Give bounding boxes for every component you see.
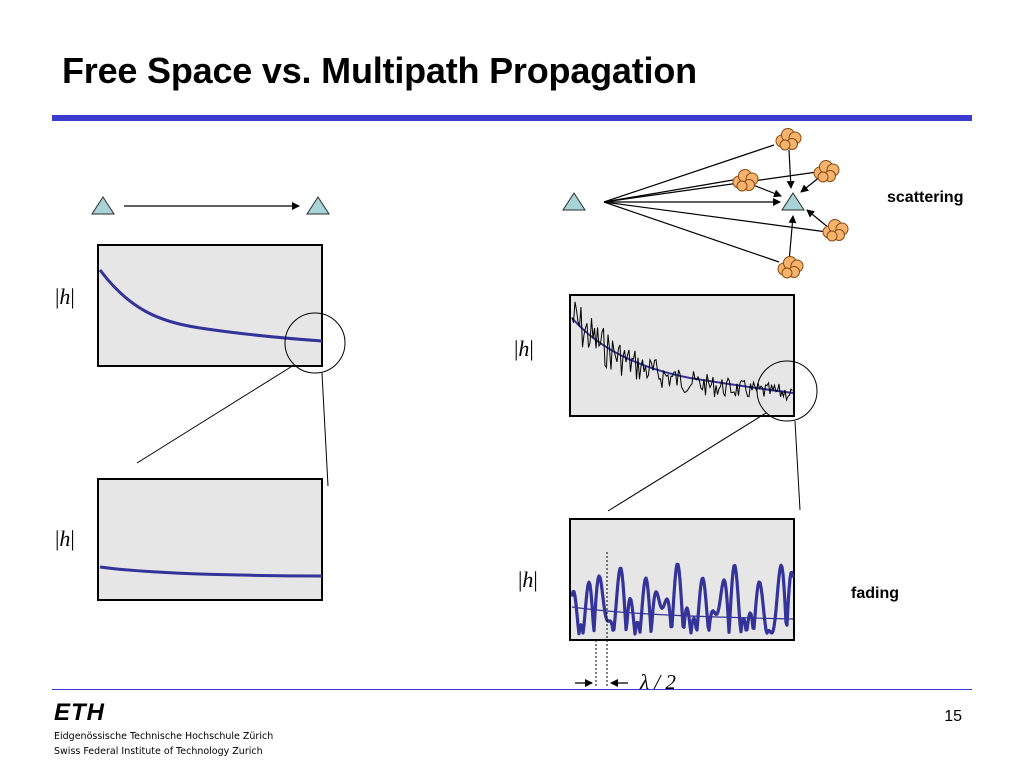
title-underline: [52, 115, 972, 121]
multipath-plot: [569, 294, 818, 422]
magnitude-label: |h|: [55, 284, 75, 309]
transmitter-antenna-icon: [91, 196, 115, 215]
multipath-link: [562, 128, 849, 279]
magnitude-label: |h|: [55, 526, 75, 551]
free-space-zoom-curve: [99, 565, 323, 578]
half-wavelength-label: λ / 2: [640, 670, 676, 694]
multipath-noisy-curve: [571, 301, 793, 402]
scatterer-cloud-icon: [777, 256, 804, 279]
scattering-label: scattering: [887, 189, 964, 206]
half-wavelength-marker: [575, 552, 628, 688]
scatterer-cloud-icon: [775, 128, 802, 151]
magnitude-label: |h|: [514, 336, 534, 361]
scatterer-cloud-icon: [822, 219, 849, 242]
receiver-antenna-icon: [306, 196, 330, 215]
free-space-decay-curve: [98, 269, 323, 343]
free-space-zoom-plot: [97, 478, 323, 601]
multipath-zoom-line-left: [607, 412, 767, 512]
multipath-zoom-line-right: [794, 420, 801, 511]
scatterer-cloud-icon: [732, 169, 759, 192]
free-space-link: [91, 196, 330, 215]
page-number: 15: [944, 708, 962, 725]
free-space-plot: [97, 244, 346, 374]
footer-divider: [52, 689, 972, 690]
multipath-mean-curve: [571, 317, 794, 394]
institution-name-german: Eidgenössische Technische Hochschule Zür…: [54, 731, 274, 742]
institution-name-english: Swiss Federal Institute of Technology Zu…: [54, 746, 263, 757]
scatterer-cloud-icon: [813, 160, 840, 183]
zoom-line-right: [321, 372, 329, 487]
fading-zoom-plot: [569, 518, 795, 641]
fading-label: fading: [851, 585, 899, 602]
fading-curve: [570, 562, 795, 636]
zoom-line-left: [136, 364, 295, 464]
magnitude-label: |h|: [518, 567, 538, 592]
eth-logo: ETH: [54, 699, 105, 726]
multipath-zoom-circle: [756, 360, 818, 422]
slide-title: Free Space vs. Multipath Propagation: [62, 50, 697, 91]
multipath-transmitter-icon: [562, 192, 586, 211]
zoom-circle: [284, 312, 346, 374]
multipath-receiver-icon: [781, 192, 805, 211]
